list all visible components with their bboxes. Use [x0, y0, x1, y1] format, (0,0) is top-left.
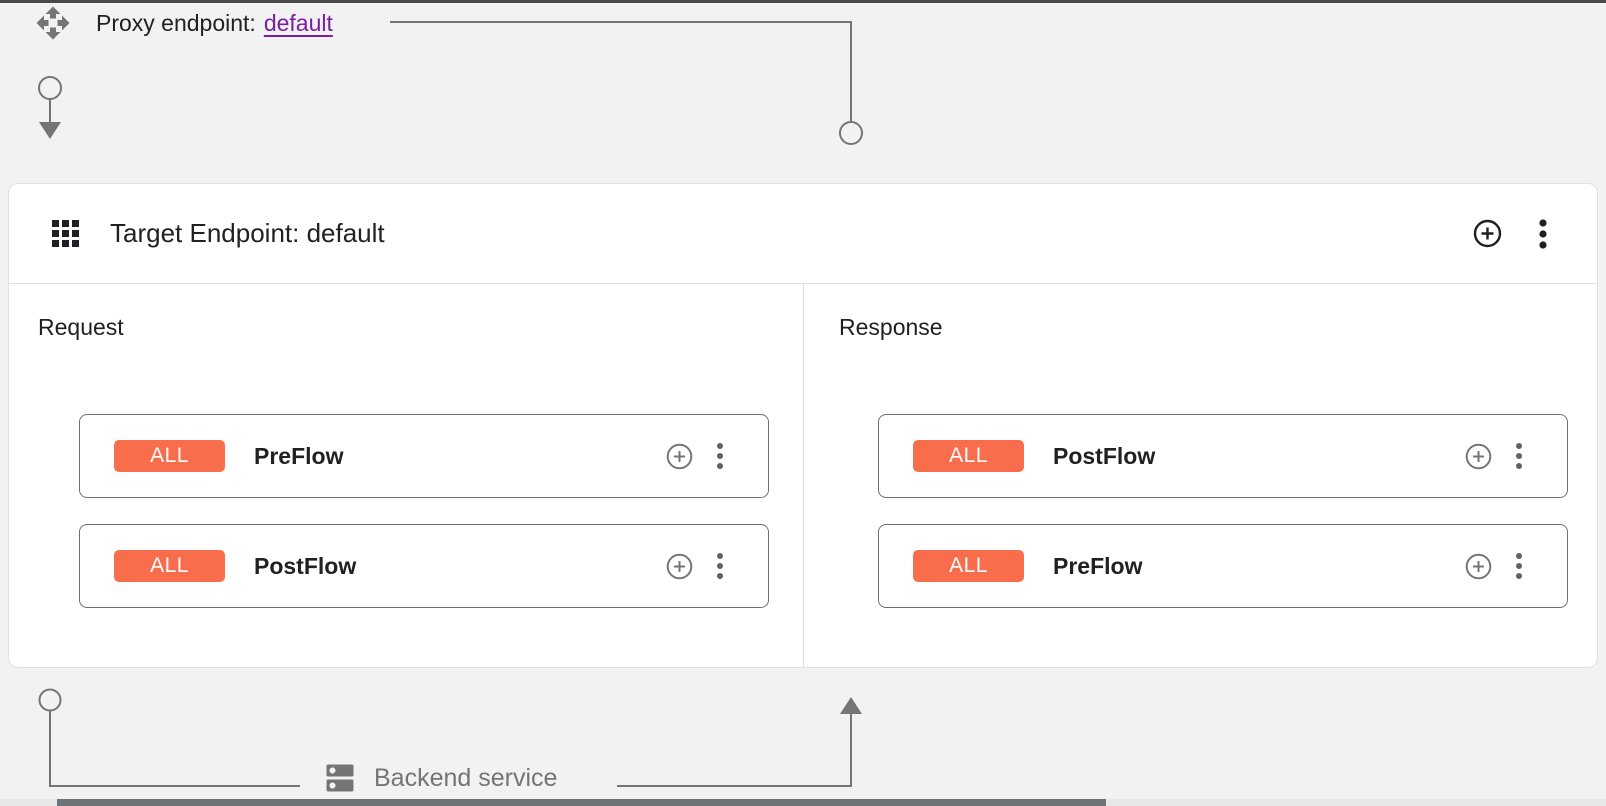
flow-condition-badge: ALL	[913, 440, 1024, 472]
flow-name: PostFlow	[1053, 442, 1156, 469]
header-actions	[1473, 218, 1548, 250]
flow-condition-badge: ALL	[114, 440, 225, 472]
flow-card-actions	[1465, 552, 1523, 580]
arrow-down-icon	[39, 122, 61, 139]
connector-from-backend	[617, 697, 862, 787]
flow-card-actions	[666, 552, 724, 580]
backend-service-label: Backend service	[374, 763, 558, 792]
proxy-endpoint-label: Proxy endpoint:	[96, 9, 256, 36]
flow-card-request-preflow[interactable]: ALL PreFlow	[79, 414, 769, 498]
plus-circle-icon	[1473, 219, 1502, 248]
plus-circle-icon	[1465, 443, 1492, 469]
more-vert-icon	[1516, 443, 1522, 469]
flow-name: PostFlow	[254, 552, 357, 579]
connector-proxy-out	[38, 76, 62, 139]
horizontal-scrollbar-thumb[interactable]	[57, 799, 1106, 806]
plus-circle-icon	[1465, 553, 1492, 579]
flow-condition-badge: ALL	[114, 550, 225, 582]
add-policy-button[interactable]	[1465, 443, 1492, 470]
target-endpoint-title: Target Endpoint: default	[110, 218, 385, 248]
more-vert-icon	[1539, 218, 1547, 249]
backend-service-icon	[326, 764, 354, 792]
request-response-divider	[803, 284, 804, 668]
target-endpoint-header: Target Endpoint: default	[9, 184, 1597, 284]
flow-card-actions	[666, 442, 724, 470]
flow-more-options-button[interactable]	[716, 442, 724, 470]
target-endpoint-panel: Target Endpoint: default Request Respons…	[8, 183, 1598, 668]
more-options-button[interactable]	[1538, 218, 1548, 250]
connector-node-circle	[38, 76, 62, 100]
flow-card-response-postflow[interactable]: ALL PostFlow	[878, 414, 1568, 498]
plus-circle-icon	[666, 553, 693, 579]
top-border	[0, 0, 1606, 3]
response-section-label: Response	[839, 314, 943, 340]
flow-condition-badge: ALL	[913, 550, 1024, 582]
connector-proxy-to-target	[390, 21, 863, 145]
add-policy-button[interactable]	[1465, 553, 1492, 580]
flow-more-options-button[interactable]	[716, 552, 724, 580]
flow-card-response-preflow[interactable]: ALL PreFlow	[878, 524, 1568, 608]
add-flow-button[interactable]	[1473, 219, 1502, 248]
grid-icon	[52, 220, 79, 247]
flow-more-options-button[interactable]	[1515, 552, 1523, 580]
add-policy-button[interactable]	[666, 553, 693, 580]
arrow-up-icon	[840, 697, 862, 714]
proxy-endpoint-row: Proxy endpoint: default	[35, 5, 333, 41]
flow-name: PreFlow	[254, 442, 344, 469]
flow-card-actions	[1465, 442, 1523, 470]
request-section-label: Request	[38, 314, 124, 340]
connector-node-circle	[839, 121, 863, 145]
move-icon	[36, 6, 70, 40]
more-vert-icon	[717, 553, 723, 579]
plus-circle-icon	[666, 443, 693, 469]
flow-name: PreFlow	[1053, 552, 1143, 579]
flow-card-request-postflow[interactable]: ALL PostFlow	[79, 524, 769, 608]
proxy-endpoint-link[interactable]: default	[263, 9, 333, 36]
connector-node-circle	[38, 688, 62, 712]
more-vert-icon	[1516, 553, 1522, 579]
add-policy-button[interactable]	[666, 443, 693, 470]
more-vert-icon	[717, 443, 723, 469]
horizontal-scrollbar-track[interactable]	[0, 799, 1606, 806]
connector-to-backend	[38, 688, 300, 787]
backend-service-row: Backend service	[322, 760, 557, 796]
flow-more-options-button[interactable]	[1515, 442, 1523, 470]
